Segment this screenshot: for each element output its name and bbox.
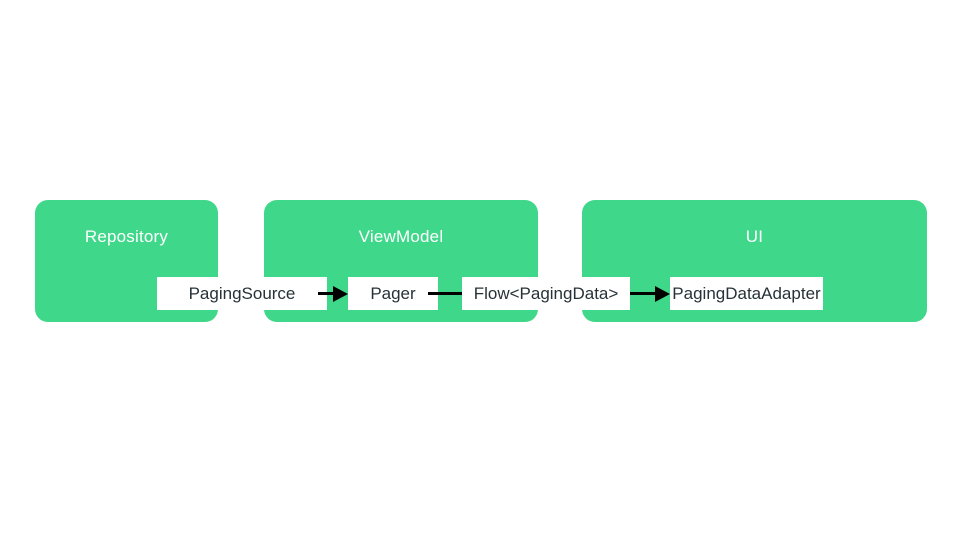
edge-pagingsource-to-pager-line: [318, 292, 336, 295]
layer-repository: Repository: [35, 200, 218, 322]
layer-viewmodel-label: ViewModel: [358, 227, 444, 246]
edge-flow-to-adapter-arrowhead-icon: [655, 286, 670, 302]
layer-ui-label: UI: [745, 227, 764, 246]
layer-repository-label: Repository: [84, 227, 169, 246]
node-paging-data-adapter: PagingDataAdapter: [670, 277, 823, 310]
node-pager-label: Pager: [370, 283, 416, 303]
node-paging-source: PagingSource: [157, 277, 327, 310]
edge-pagingsource-to-pager-arrowhead-icon: [333, 286, 348, 302]
edge-pager-to-flow-line: [428, 292, 462, 295]
node-pager: Pager: [348, 277, 438, 310]
edge-flow-to-adapter-line: [630, 292, 658, 295]
node-paging-source-label: PagingSource: [188, 283, 296, 303]
node-flow-paging-data-label: Flow<PagingData>: [473, 283, 619, 303]
node-flow-paging-data: Flow<PagingData>: [462, 277, 630, 310]
node-paging-data-adapter-label: PagingDataAdapter: [672, 283, 821, 303]
